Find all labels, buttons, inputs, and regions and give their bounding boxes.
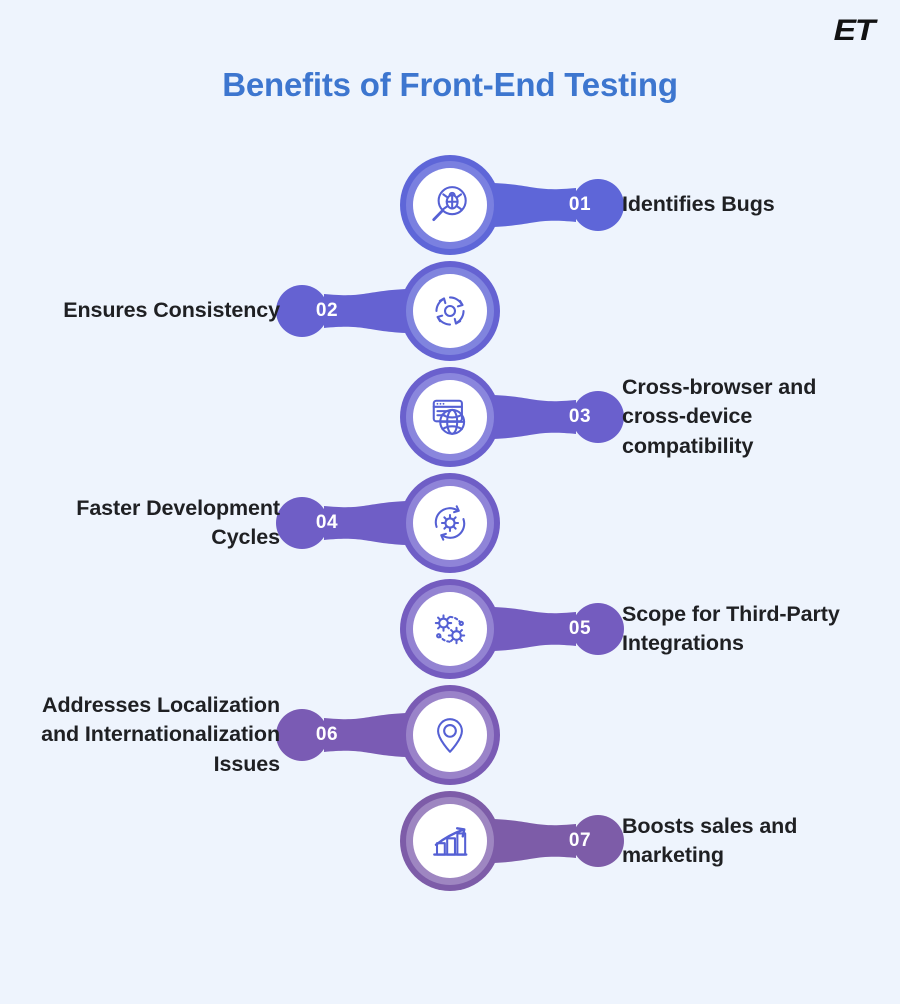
benefit-row: 03 Cross-browser and cross-device compati… (0, 364, 900, 470)
page-title: Benefits of Front-End Testing (222, 66, 678, 103)
step-number-badge: 04 (315, 512, 339, 533)
step-number-badge: 02 (315, 300, 339, 321)
benefit-graphic (268, 152, 632, 258)
benefit-label: Ensures Consistency (63, 298, 280, 323)
benefit-graphic (268, 788, 632, 894)
benefit-label: Addresses Localization and International… (41, 693, 280, 776)
benefit-graphic (268, 258, 632, 364)
step-number-badge: 01 (568, 194, 592, 215)
benefit-label: Scope for Third-Party Integrations (622, 601, 840, 655)
benefit-label: Identifies Bugs (622, 192, 775, 217)
et-logo: ET (833, 14, 875, 47)
step-number-badge: 05 (568, 618, 592, 639)
benefit-row: 06 Addresses Localization and Internation… (0, 682, 900, 788)
benefit-row: 01 Identifies Bugs (0, 152, 900, 258)
benefit-label: Faster Development Cycles (76, 495, 280, 549)
benefit-row: 04 Faster Development Cycles (0, 470, 900, 576)
benefits-list: 01 Identifies Bugs 02 Ensures Consistency 03… (0, 152, 900, 894)
gears-integration-icon (397, 576, 503, 682)
map-pin-icon (397, 682, 503, 788)
benefit-graphic (268, 682, 632, 788)
benefit-row: 07 Boosts sales and marketing (0, 788, 900, 894)
bug-search-icon (397, 152, 503, 258)
growth-chart-icon (397, 788, 503, 894)
step-number-badge: 06 (315, 724, 339, 745)
benefit-row: 02 Ensures Consistency (0, 258, 900, 364)
step-number-badge: 03 (568, 406, 592, 427)
target-sync-icon (397, 258, 503, 364)
benefit-label: Boosts sales and marketing (622, 813, 798, 867)
benefit-graphic (268, 576, 632, 682)
benefit-label: Cross-browser and cross-device compatibi… (622, 375, 817, 458)
benefit-graphic (268, 364, 632, 470)
browser-globe-icon (397, 364, 503, 470)
benefit-graphic (268, 470, 632, 576)
benefit-row: 05 Scope for Third-Party Integrations (0, 576, 900, 682)
step-number-badge: 07 (568, 830, 592, 851)
gear-refresh-icon (397, 470, 503, 576)
